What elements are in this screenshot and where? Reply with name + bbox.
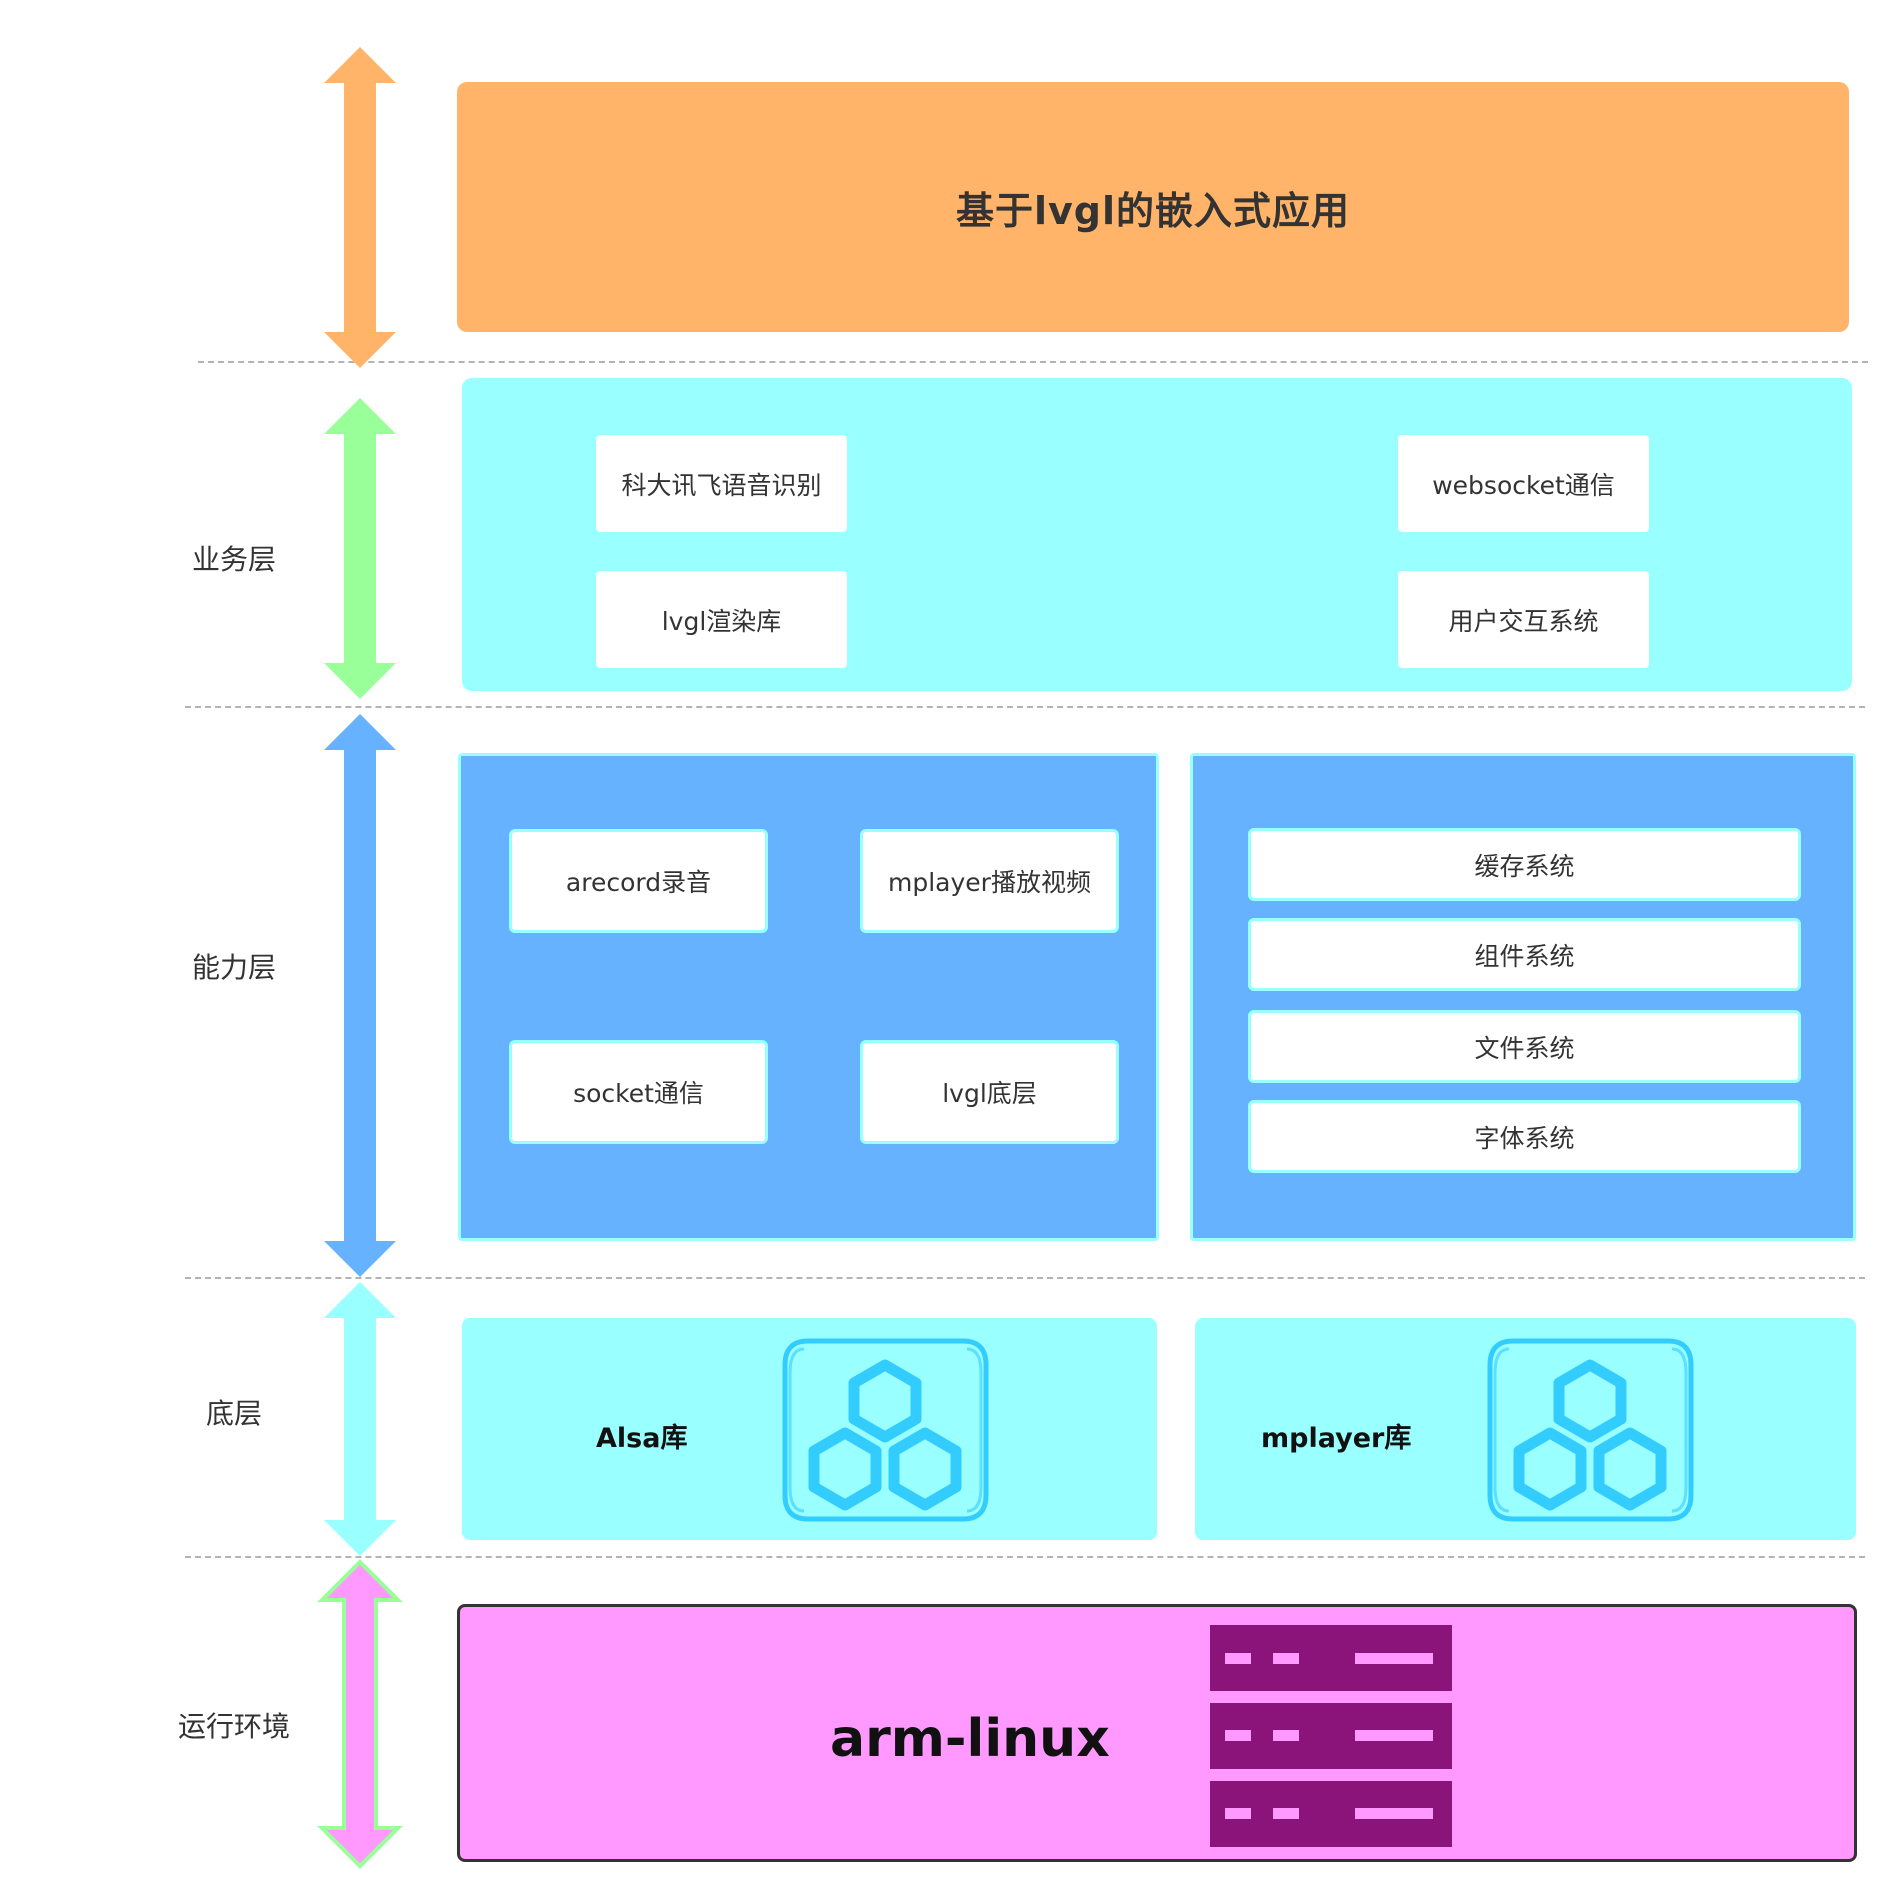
layer-label-business: 业务层: [191, 543, 276, 576]
base-lib-mplayer-label: mplayer库: [1261, 1423, 1412, 1454]
app-layer-arrow-icon: [324, 47, 396, 368]
divider-base-runtime: [185, 1556, 1865, 1558]
capability-item-arecord: arecord录音: [509, 829, 768, 933]
business-item-voice-recognition: 科大讯飞语音识别: [596, 435, 847, 532]
business-layer-arrow-icon: [324, 398, 396, 699]
business-item-lvgl-render: lvgl渲染库: [596, 571, 847, 668]
capability-item-file-system: 文件系统: [1248, 1010, 1801, 1083]
capability-item-mplayer-video: mplayer播放视频: [860, 829, 1119, 933]
layer-label-base: 底层: [205, 1397, 262, 1430]
cubes-icon: [1487, 1338, 1694, 1522]
cubes-icon: [782, 1338, 989, 1522]
capability-item-component-system: 组件系统: [1248, 918, 1801, 991]
runtime-panel: arm-linux: [457, 1604, 1857, 1862]
capability-layer-arrow-icon: [324, 714, 396, 1277]
runtime-layer-arrow-icon: [317, 1559, 403, 1869]
capability-item-font-system: 字体系统: [1248, 1100, 1801, 1173]
layer-label-capability: 能力层: [191, 951, 276, 984]
base-lib-mplayer-panel: mplayer库: [1195, 1318, 1856, 1540]
layer-label-runtime: 运行环境: [177, 1710, 290, 1743]
business-item-user-interaction: 用户交互系统: [1398, 571, 1649, 668]
runtime-label: arm-linux: [830, 1709, 1110, 1769]
app-title: 基于lvgl的嵌入式应用: [955, 188, 1351, 233]
capability-left-panel: [458, 753, 1159, 1241]
server-rack-icon: [1210, 1625, 1452, 1847]
capability-item-cache-system: 缓存系统: [1248, 828, 1801, 901]
capability-item-lvgl-base: lvgl底层: [860, 1040, 1119, 1144]
base-lib-alsa-label: Alsa库: [596, 1423, 688, 1454]
divider-business-capability: [185, 706, 1865, 708]
capability-item-socket: socket通信: [509, 1040, 768, 1144]
app-block: 基于lvgl的嵌入式应用: [457, 82, 1849, 332]
base-layer-arrow-icon: [324, 1282, 396, 1556]
divider-app-business: [198, 361, 1868, 363]
business-item-websocket: websocket通信: [1398, 435, 1649, 532]
divider-capability-base: [185, 1277, 1865, 1279]
base-lib-alsa-panel: Alsa库: [462, 1318, 1157, 1540]
